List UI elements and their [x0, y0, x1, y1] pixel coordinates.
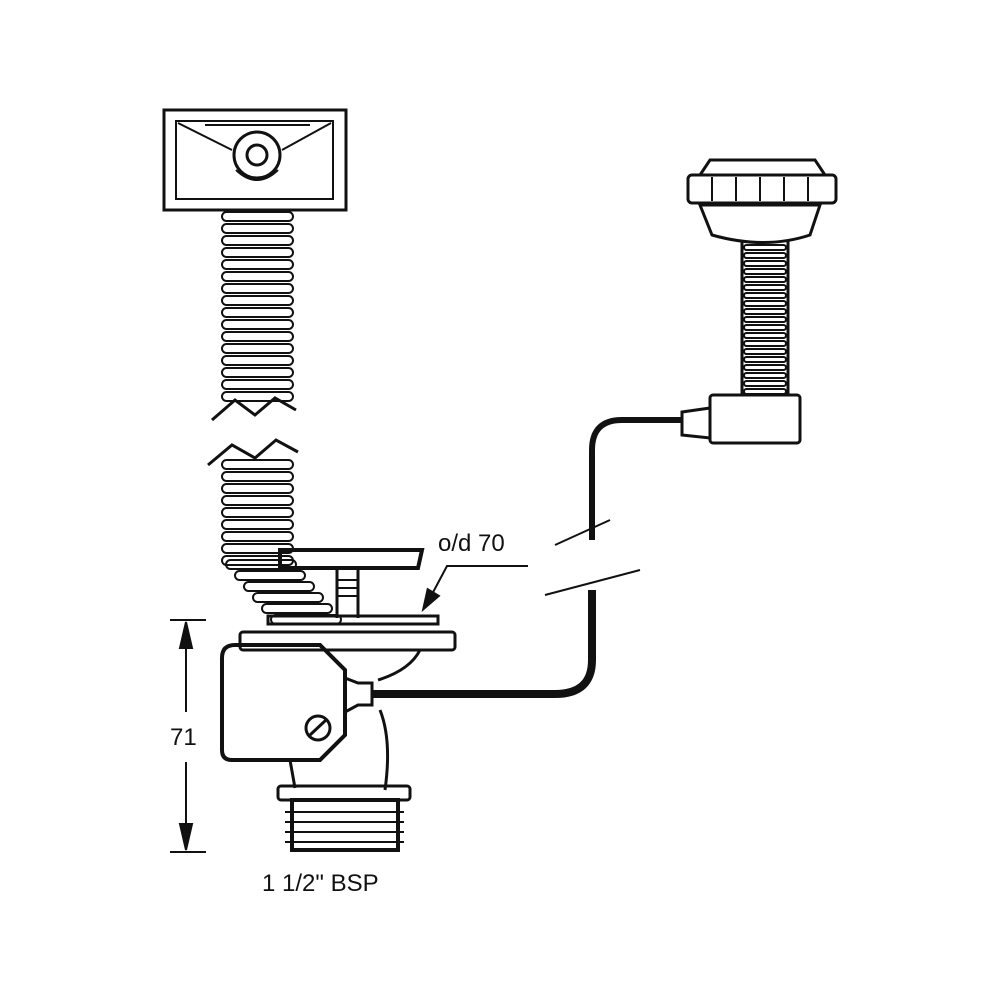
tube-coil [221, 307, 294, 318]
tube-coil [743, 332, 787, 339]
tube-coil [221, 223, 294, 234]
tube-coil [221, 271, 294, 282]
tube-coil [743, 260, 787, 267]
tube-coil [743, 252, 787, 259]
tube-coil [743, 284, 787, 291]
tube-coil [221, 283, 294, 294]
tube-coil [221, 379, 294, 390]
tube-coil [221, 483, 294, 494]
knob-stem-coils [743, 244, 787, 395]
overflow-plate [162, 108, 348, 212]
tube-coil [221, 471, 294, 482]
tube-coil [221, 495, 294, 506]
tube-coil [743, 244, 787, 251]
tube-coil [221, 343, 294, 354]
tube-coil [221, 331, 294, 342]
control-cable [589, 417, 682, 540]
tube-coil [261, 603, 333, 614]
tube-coil [743, 292, 787, 299]
control-knob [680, 158, 838, 445]
tube-coil [221, 459, 294, 470]
height-dimension-label: 71 [170, 724, 197, 751]
tube-coil [221, 295, 294, 306]
tube-coil [234, 570, 306, 581]
tube-coil [225, 559, 297, 570]
tube-coil [221, 319, 294, 330]
tube-coil [743, 300, 787, 307]
break-mark [207, 438, 299, 467]
tube-coil [743, 276, 787, 283]
leader-line [429, 565, 528, 599]
tube-coil [221, 355, 294, 366]
tube-coil [243, 581, 315, 592]
tube-coil [743, 372, 787, 379]
tube-coil [221, 235, 294, 246]
tube-coil [743, 388, 787, 395]
tube-coil [221, 247, 294, 258]
tube-coil [743, 308, 787, 315]
tube-coil [221, 519, 294, 530]
thread-size-label: 1 1/2" BSP [262, 870, 379, 897]
overflow-tube [221, 211, 342, 625]
tube-coil [221, 259, 294, 270]
tube-coil [252, 592, 324, 603]
tube-coil [743, 364, 787, 371]
break-mark [544, 519, 641, 596]
screw-icon [304, 714, 332, 742]
break-mark [211, 396, 297, 422]
tube-coil [743, 340, 787, 347]
tube-coil [743, 324, 787, 331]
plug-assembly [238, 548, 457, 682]
outlet-body [220, 643, 412, 852]
tube-coil [221, 391, 294, 402]
height-dimension [170, 619, 206, 853]
tube-coil [743, 380, 787, 387]
outer-diameter-label: o/d 70 [438, 530, 505, 557]
tube-coil [743, 268, 787, 275]
tube-coil [221, 507, 294, 518]
tube-coil [743, 316, 787, 323]
tube-coil [221, 531, 294, 542]
tube-coil [743, 348, 787, 355]
tube-coil [221, 367, 294, 378]
tube-coil [743, 356, 787, 363]
tube-coil [221, 211, 294, 222]
control-cable [372, 590, 596, 698]
